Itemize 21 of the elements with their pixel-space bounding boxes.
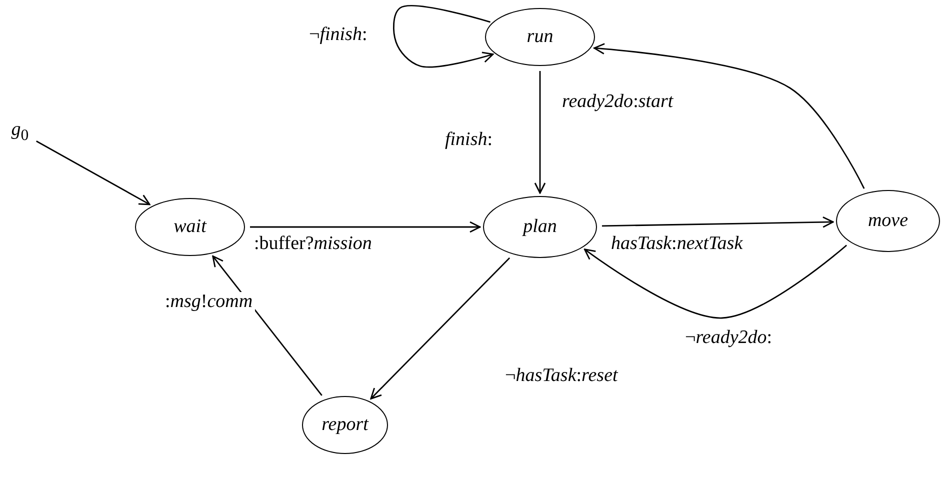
state-label: run [526, 26, 554, 48]
state-label: move [868, 210, 908, 232]
initial-state-label: g$_{0}$ [11, 119, 29, 145]
transition-arrow [584, 244, 847, 319]
edge-label: ready2do:start [560, 92, 676, 113]
transition-arrow [602, 216, 834, 228]
transition-arrow [534, 71, 546, 194]
state-label: report [322, 414, 368, 436]
state-ellipse [135, 198, 245, 256]
state-label: plan [523, 216, 557, 238]
transition-arrow [370, 257, 510, 400]
state-label: wait [174, 216, 206, 238]
state-ellipse [483, 196, 597, 258]
transition-arrow [212, 255, 322, 396]
transition-arrow [594, 43, 865, 189]
transition-arrow [393, 5, 494, 68]
transition-arrow [36, 140, 150, 206]
state-ellipse [485, 8, 595, 66]
transition-arrow [250, 221, 481, 233]
state-ellipse [302, 396, 388, 454]
state-ellipse [836, 190, 940, 252]
